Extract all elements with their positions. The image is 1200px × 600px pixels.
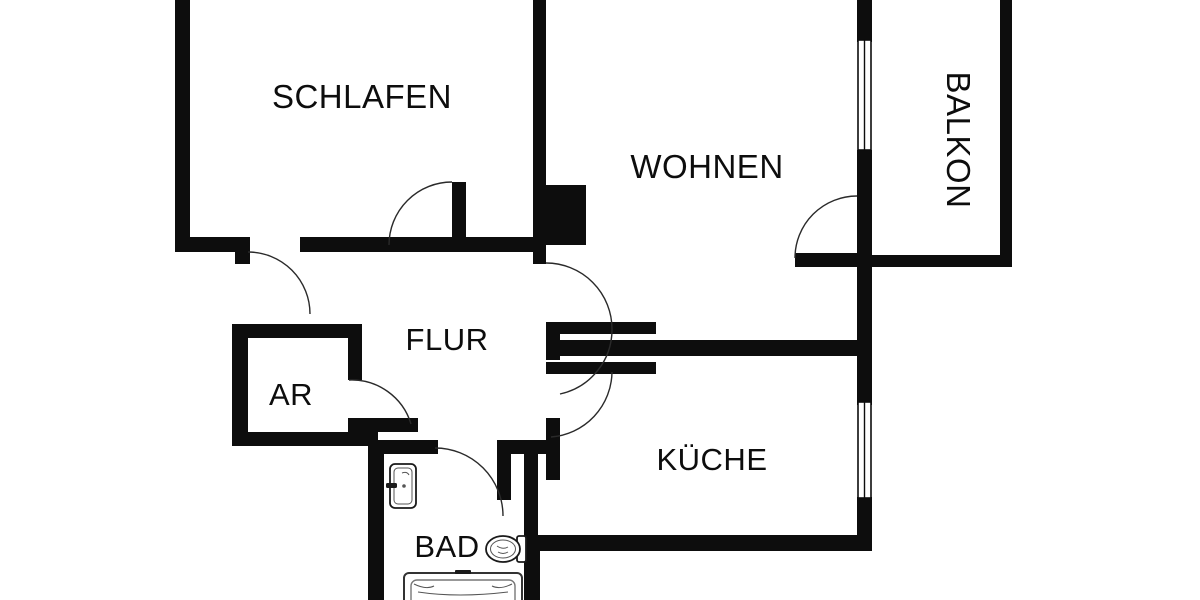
washbasin-fixture	[386, 463, 417, 509]
wall-ar-top	[232, 324, 362, 338]
room-label-bad: BAD	[414, 529, 479, 564]
door-arc-living-hall	[545, 262, 613, 330]
wall-flur-kitchen-top	[546, 322, 656, 334]
door-arc-entry	[247, 251, 311, 315]
window-kitchen	[857, 401, 872, 499]
windows-group	[857, 39, 872, 499]
wall-balcony-divider-top	[857, 0, 872, 42]
bathtub-fixture	[403, 570, 523, 600]
room-label-wohnen: WOHNEN	[630, 148, 783, 185]
toilet-fixture	[485, 535, 527, 563]
wall-kueche-right-lower	[857, 497, 872, 537]
wall-schlafen-bottom-right	[466, 237, 546, 252]
wall-schlafen-door-jamb	[452, 182, 466, 252]
wall-bad-right-upper	[497, 440, 511, 500]
wall-balcony-outer-right	[1000, 0, 1012, 267]
door-arc-bath-hall	[434, 447, 504, 517]
wall-wohnen-right-lower	[857, 262, 872, 358]
room-label-balkon: BALKON	[940, 72, 977, 209]
bathroom-fixtures-group	[386, 463, 527, 600]
wall-schlafen-bottom-left	[175, 237, 250, 252]
wall-kueche-bottom	[524, 535, 872, 551]
wall-balcony-threshold	[795, 253, 872, 267]
door-arc-kitchen-hall	[550, 371, 613, 438]
wall-outer-left	[175, 0, 190, 252]
door-arc-balcony	[794, 195, 858, 259]
wall-flur-bad-top	[497, 440, 559, 454]
wall-bad-kitchen-divider	[524, 454, 538, 550]
room-label-flur: FLUR	[406, 322, 489, 357]
room-label-ar: AR	[269, 377, 313, 412]
door-arc-living-hall-2	[559, 328, 613, 395]
room-label-schlafen: SCHLAFEN	[272, 78, 452, 115]
wall-bad-left	[368, 440, 384, 600]
wall-bad-top-left	[368, 440, 438, 454]
wall-ar-right-upper	[348, 324, 362, 380]
door-arc-storage	[348, 379, 412, 425]
door-arc-bedroom-hall	[388, 181, 453, 246]
wall-balcony-divider-mid	[857, 150, 872, 268]
wall-ar-left	[232, 324, 248, 446]
chimney-shaft	[542, 185, 586, 245]
wall-schlafen-bottom-mid	[300, 237, 452, 252]
wall-flur-kitchen-divider	[546, 340, 866, 356]
wall-ar-bottom	[232, 432, 378, 446]
wall-kueche-right-upper	[857, 355, 872, 405]
wall-entry-jamb-left	[235, 237, 250, 264]
doors-group	[247, 181, 858, 517]
wall-ar-bottom-right	[348, 418, 418, 432]
window-balcony	[857, 39, 872, 151]
wall-bad-right-lower	[524, 535, 540, 600]
walls-group	[175, 0, 1012, 600]
room-label-kueche: KÜCHE	[656, 442, 767, 477]
wall-flur-kitchen-bottom	[546, 362, 656, 374]
room-labels-group: SCHLAFEN WOHNEN BALKON FLUR KÜCHE BAD AR	[269, 72, 977, 564]
wall-balcony-outer-bottom	[866, 255, 1012, 267]
